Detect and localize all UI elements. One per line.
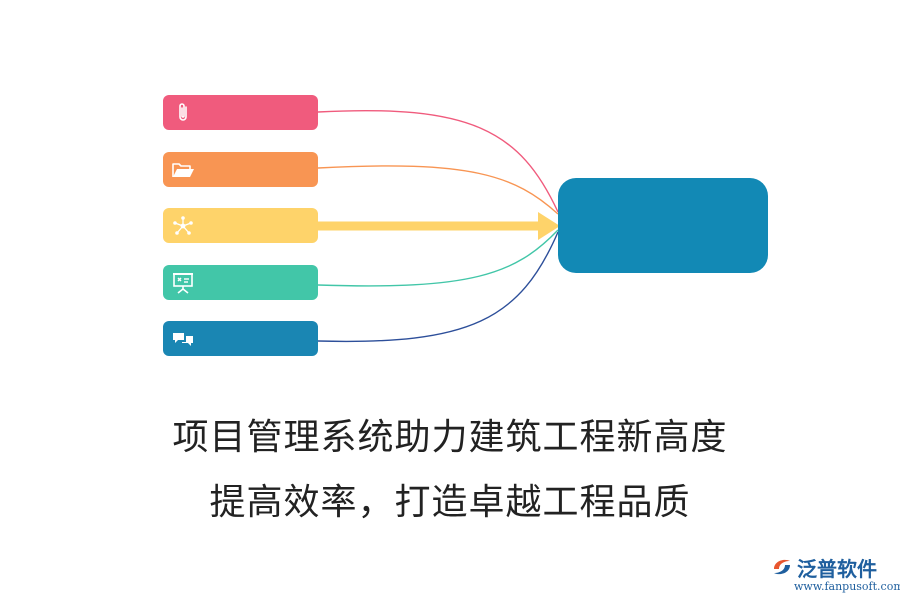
diagram-node-4 xyxy=(163,265,318,300)
connector-arrow-head xyxy=(538,212,560,240)
paperclip-icon xyxy=(179,103,187,121)
headline-line-2: 提高效率，打造卓越工程品质 xyxy=(209,482,691,523)
connector-line-5 xyxy=(317,231,559,343)
diagram-node-5 xyxy=(163,321,318,356)
chat-bubbles-icon xyxy=(173,333,193,346)
connector-line-1 xyxy=(317,109,559,213)
diagram-hub-node xyxy=(558,178,768,273)
presentation-board-icon xyxy=(173,273,193,294)
brand-name: 泛普软件 xyxy=(797,557,877,581)
diagram-node-1 xyxy=(163,95,318,130)
fanpu-logo-icon xyxy=(774,559,790,575)
folder-open-icon xyxy=(172,163,194,177)
brand-url: www.fanpusoft.com xyxy=(794,580,900,593)
diagram-node-3 xyxy=(163,208,318,243)
headline-line-1: 项目管理系统助力建筑工程新高度 xyxy=(172,417,728,458)
connector-line-4 xyxy=(317,229,559,287)
diagram-node-2 xyxy=(163,152,318,187)
network-icon xyxy=(173,216,193,235)
brand-watermark: 泛普软件 www.fanpusoft.com xyxy=(770,552,900,596)
connector-line-2 xyxy=(317,165,559,215)
